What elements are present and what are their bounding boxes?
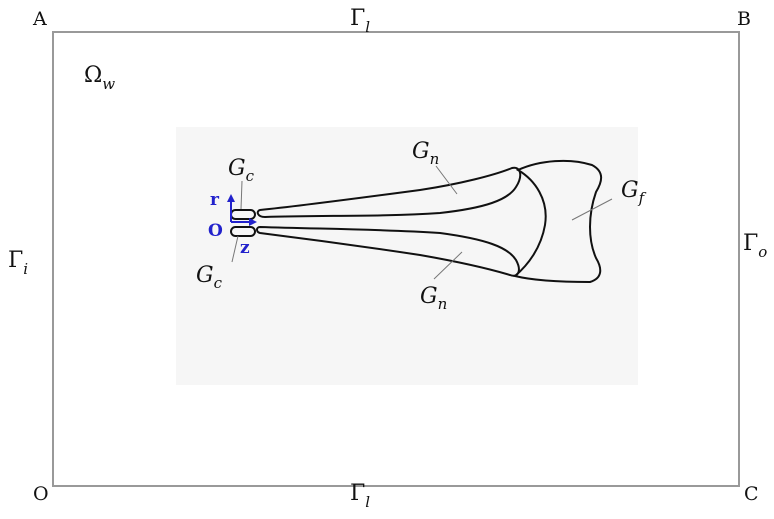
region-gc-lower-label: Gc [196,263,223,292]
region-gf-label: Gf [621,178,647,207]
axes-indicator: r O z [208,190,257,258]
corner-c-label: C [744,483,759,505]
leader-gn-upper [435,165,458,195]
inner-panel [176,127,638,385]
r-arrow-head [227,194,235,202]
boundary-right-label: Γo [743,231,767,261]
boundary-top-label: Γl [350,6,370,36]
corner-b-label: B [737,8,751,30]
boundary-left-label: Γi [8,248,28,278]
leader-gf [571,198,613,221]
cylinder-lower-shape [230,226,256,237]
z-axis-label: z [240,238,250,258]
nozzle-lower-shape [256,225,520,277]
leader-gn-lower [433,251,463,280]
region-gn-upper-label: Gn [412,139,439,168]
origin-label: O [208,221,223,241]
fin-shape [512,159,603,284]
domain-omega-label: Ωw [84,63,115,93]
z-arrow-head [249,218,257,226]
corner-o-label: O [33,483,49,505]
r-axis-label: r [210,190,220,210]
region-gn-lower-label: Gn [420,284,447,313]
region-gc-upper-label: Gc [228,156,255,185]
nozzle-upper-shape [256,166,522,219]
leader-gc-upper [240,180,243,210]
boundary-bottom-label: Γl [350,481,370,511]
leader-gc-lower [231,235,239,263]
corner-a-label: A [32,8,47,30]
